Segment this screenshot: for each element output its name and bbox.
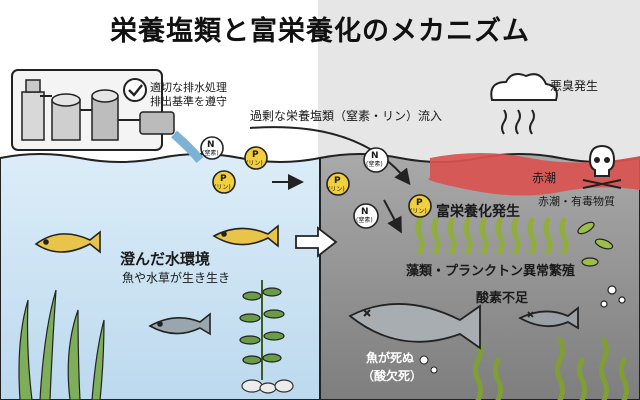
red-tide-toxin-label: 赤潮・有毒物質	[538, 195, 615, 208]
p-symbol-1: P	[252, 150, 259, 160]
n-symbol-1: N	[207, 140, 215, 150]
sink-arrow	[383, 199, 402, 234]
phosphorus-molecule	[244, 146, 268, 170]
algae-icon	[415, 217, 569, 255]
nutrient-particles	[200, 136, 432, 229]
inflow-arrow	[249, 126, 411, 186]
phosphorus-molecule	[408, 194, 432, 218]
fish-icon	[34, 224, 279, 336]
clear-water-title: 澄んだ水環境	[120, 250, 211, 268]
page-title: 栄養塩類と富栄養化のメカニズム	[110, 16, 530, 47]
nitrogen-molecule	[200, 136, 224, 160]
p-name-3: (リン)	[328, 186, 345, 193]
bacteria-icon	[577, 221, 626, 308]
p-name-4: (リン)	[410, 208, 427, 215]
red-tide-band	[428, 153, 640, 196]
cloud-icon	[490, 73, 558, 101]
p-symbol-2: P	[220, 174, 227, 184]
n-name-3: (窒素)	[356, 217, 373, 224]
odor-label: 悪臭発生	[550, 79, 599, 93]
water-plant-icon-2	[239, 280, 285, 380]
water-plant-icon	[18, 289, 105, 400]
phosphorus-molecule	[212, 170, 236, 194]
n-symbol-2: N	[371, 151, 379, 161]
eutrophication-label: 富栄養化発生	[436, 204, 520, 220]
treatment-label-2: 排出基準を遵守	[150, 95, 227, 108]
p-name-2: (リン)	[214, 184, 231, 191]
dead-fish-label-2: （酸欠死）	[362, 369, 423, 383]
bubble-icons	[419, 355, 438, 374]
inflow-label: 過剰な栄養塩類（窒素・リン）流入	[250, 109, 443, 123]
treatment-label-1: 適切な排水処理	[150, 81, 227, 94]
clear-water-subtitle: 魚や水草が生き生き	[122, 271, 231, 285]
nitrogen-molecule	[363, 147, 389, 173]
dead-fish-icon	[348, 303, 579, 350]
p-symbol-3: P	[334, 176, 341, 186]
bloom-label: 藻類・プランクトン異常繁殖	[406, 264, 576, 279]
dead-fish-label-1: 魚が死ぬ	[366, 351, 415, 365]
checkmark-icon	[123, 78, 147, 102]
skull-icon	[582, 144, 622, 189]
odor-wave-icon	[501, 109, 535, 135]
seafloor-algae	[473, 337, 629, 400]
phosphorus-molecule	[326, 172, 350, 196]
p-symbol-4: P	[416, 198, 423, 208]
n-name-1: (窒素)	[202, 150, 219, 157]
nitrogen-molecule	[353, 203, 379, 229]
p-name-1: (リン)	[246, 160, 263, 167]
red-tide-label: 赤潮	[532, 171, 557, 185]
transition-arrow-icon	[295, 226, 338, 258]
riverbed-stones	[241, 379, 294, 394]
oxygen-label: 酸素不足	[476, 291, 529, 306]
n-name-2: (窒素)	[366, 161, 383, 168]
n-symbol-3: N	[361, 207, 369, 217]
